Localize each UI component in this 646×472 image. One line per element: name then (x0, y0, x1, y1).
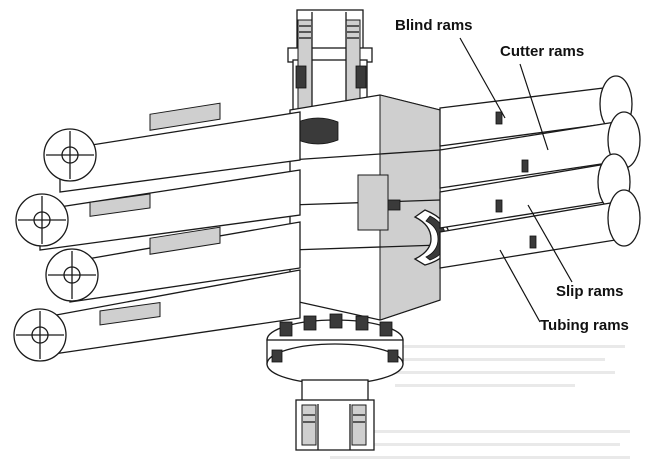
left-operator-2 (15, 169, 301, 251)
leader-slip-rams (527, 204, 573, 283)
right-ram-operators (439, 75, 641, 269)
leader-lines (459, 37, 573, 323)
bottom-flange (266, 313, 404, 451)
left-operator-4 (13, 269, 301, 362)
label-cutter-rams: Cutter rams (500, 43, 584, 60)
left-ram-operators (13, 102, 301, 362)
label-slip-rams: Slip rams (556, 283, 624, 300)
central-body (289, 94, 451, 321)
background-print-noise (330, 345, 630, 459)
right-operator-2 (439, 111, 641, 189)
leader-blind-rams (459, 37, 506, 119)
right-operator-4 (439, 189, 641, 269)
label-blind-rams: Blind rams (395, 17, 473, 34)
leader-tubing-rams (499, 249, 541, 323)
leader-cutter-rams (519, 63, 549, 151)
label-tubing-rams: Tubing rams (540, 317, 629, 334)
left-operator-3 (45, 221, 301, 303)
left-operator-1 (43, 102, 301, 193)
